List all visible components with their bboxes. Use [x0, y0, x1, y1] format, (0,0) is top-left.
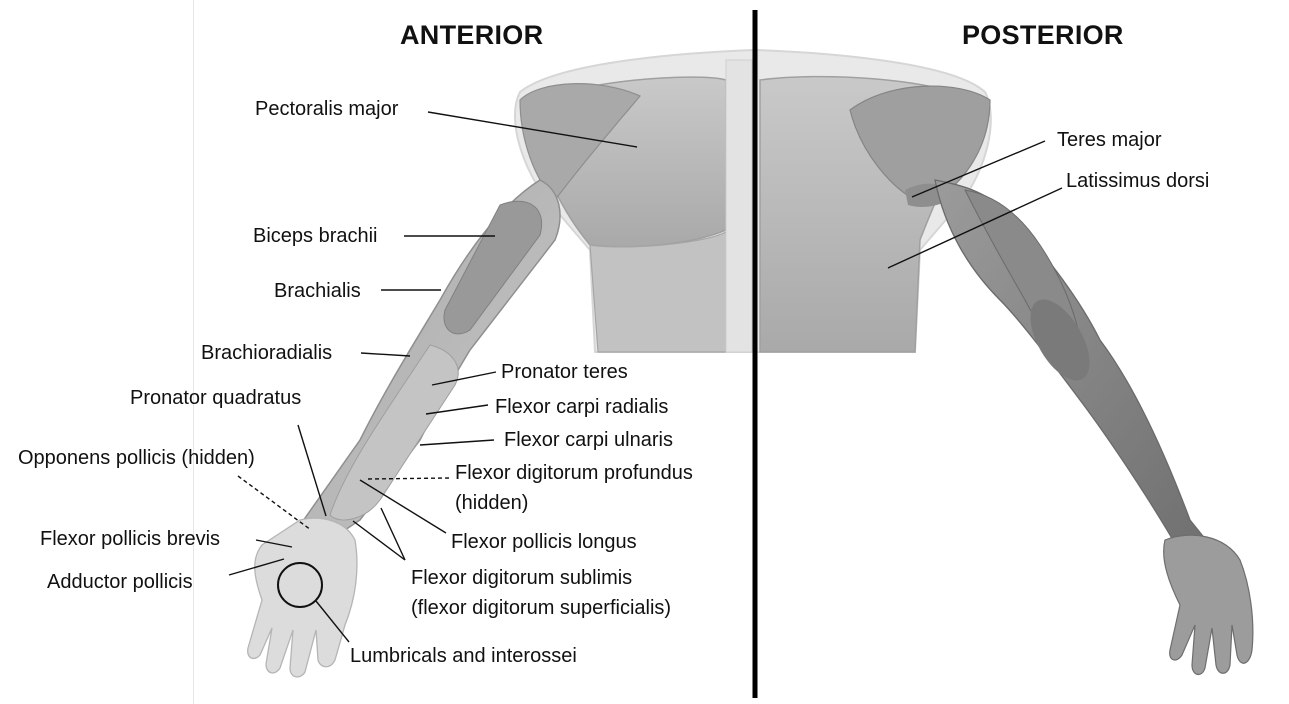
label-flexor-pollicis-longus: Flexor pollicis longus	[451, 531, 637, 553]
leader-flexor-carpi-radialis	[425, 404, 489, 415]
anterior-abdomen-shape	[589, 231, 727, 353]
label-pronator-teres: Pronator teres	[501, 361, 628, 383]
leader-pronator-teres	[431, 371, 497, 386]
label-pectoralis-major: Pectoralis major	[255, 98, 399, 120]
leader-pronator-quadratus	[297, 424, 327, 517]
leader-adductor-pollicis	[228, 558, 285, 576]
label-teres-major: Teres major	[1057, 129, 1162, 151]
sternum-strip	[725, 59, 753, 353]
label-brachialis: Brachialis	[274, 280, 361, 302]
label-lumbricals-interossei: Lumbricals and interossei	[350, 645, 577, 667]
label-brachioradialis: Brachioradialis	[201, 342, 333, 364]
leader-flexor-carpi-ulnaris	[419, 439, 495, 446]
label-adductor-pollicis: Adductor pollicis	[47, 571, 193, 593]
label-latissimus-dorsi: Latissimus dorsi	[1066, 170, 1210, 192]
leader-opponens-pollicis	[237, 475, 312, 531]
anterior-header: ANTERIOR	[400, 20, 544, 50]
anterior-forearm-shape	[329, 344, 459, 521]
label-flexor-pollicis-brevis: Flexor pollicis brevis	[40, 528, 221, 550]
label-opponens-pollicis: Opponens pollicis (hidden)	[18, 447, 255, 469]
leader-lumbricals	[315, 600, 350, 643]
leader-brachioradialis	[360, 352, 411, 357]
posterior-header: POSTERIOR	[962, 20, 1124, 50]
page-edge-line	[193, 0, 194, 704]
leader-flexor-pollicis-brevis	[255, 539, 293, 548]
leader-flexor-pollicis-longus	[359, 479, 447, 534]
label-flexor-digitorum-sublimis-1: Flexor digitorum sublimis	[411, 567, 633, 589]
leader-latissimus-dorsi	[887, 187, 1063, 269]
label-biceps-brachii: Biceps brachii	[253, 225, 378, 247]
label-flexor-digitorum-profundus-1: Flexor digitorum profundus	[455, 462, 693, 484]
lumbricals-circle	[277, 562, 323, 608]
anterior-deltoid-shape	[519, 83, 641, 201]
posterior-deltoid-shape	[849, 85, 991, 206]
leader-pectoralis-major	[427, 111, 638, 148]
posterior-hand-shape	[1163, 534, 1254, 675]
leader-sublimis-b	[352, 520, 406, 561]
leader-sublimis-a	[380, 507, 406, 561]
anterior-biceps-shape	[443, 200, 542, 335]
leader-teres-major	[911, 140, 1046, 198]
label-pronator-quadratus: Pronator quadratus	[130, 387, 302, 409]
label-flexor-carpi-radialis: Flexor carpi radialis	[495, 396, 669, 418]
anterior-hand-shape	[247, 517, 358, 678]
label-flexor-carpi-ulnaris: Flexor carpi ulnaris	[504, 429, 673, 451]
label-flexor-digitorum-sublimis-2: (flexor digitorum superficialis)	[411, 597, 672, 619]
label-flexor-digitorum-profundus-2: (hidden)	[455, 492, 529, 514]
posterior-elbow-muscle	[1030, 299, 1090, 381]
